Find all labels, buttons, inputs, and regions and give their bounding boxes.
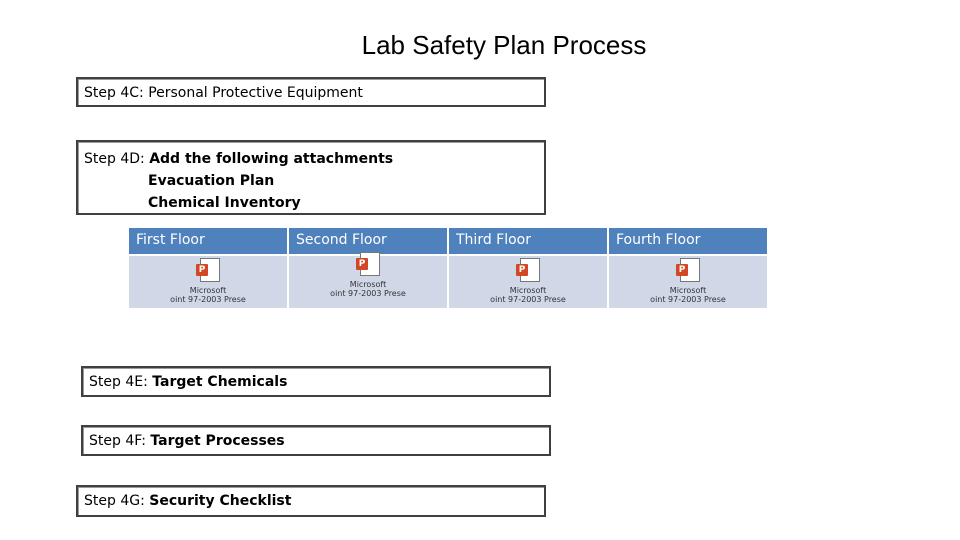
attachment-label-line1: Microsoft [669,286,707,295]
step-4f-prefix: Step 4F: [89,433,151,449]
step-4f-text: Target Processes [150,433,285,449]
step-4g-box: Step 4G: Security Checklist [76,485,546,517]
attachment-label-line1: Microsoft [509,286,547,295]
powerpoint-icon[interactable]: P [356,252,380,276]
attachment-label-line2: oint 97-2003 Prese [330,289,406,298]
floor-table-body: P Microsoft oint 97-2003 Prese P Microso… [129,252,769,308]
step-4d-prefix: Step 4D: [84,151,150,167]
attachment-label-line1: Microsoft [189,286,227,295]
step-4g-text: Security Checklist [149,493,292,509]
step-4e-box: Step 4E: Target Chemicals [81,366,551,397]
step-4e-text: Target Chemicals [152,374,288,390]
fourth-floor-attachment[interactable]: P Microsoft oint 97-2003 Prese [609,256,767,308]
attachment-label-line1: Microsoft [349,280,387,289]
floor-table-header: First Floor Second Floor Third Floor Fou… [129,228,769,254]
step-4c-box: Step 4C: Personal Protective Equipment [76,77,546,107]
floor-header-first: First Floor [129,228,287,254]
floor-header-fourth: Fourth Floor [609,228,767,254]
step-4c-text: Personal Protective Equipment [148,85,363,101]
step-4d-evacuation-plan: Evacuation Plan [148,173,275,189]
first-floor-attachment[interactable]: P Microsoft oint 97-2003 Prese [129,256,287,308]
powerpoint-icon[interactable]: P [676,258,700,282]
attachment-label-line2: oint 97-2003 Prese [490,295,566,304]
second-floor-attachment[interactable]: P Microsoft oint 97-2003 Prese [289,252,447,308]
powerpoint-icon[interactable]: P [196,258,220,282]
attachment-label-line2: oint 97-2003 Prese [170,295,246,304]
step-4d-chemical-inventory: Chemical Inventory [148,195,301,211]
powerpoint-icon[interactable]: P [516,258,540,282]
slide-title: Lab Safety Plan Process [361,30,647,60]
floor-header-second: Second Floor [289,228,447,254]
step-4e-prefix: Step 4E: [89,374,153,390]
step-4d-text: Add the following attachments [149,151,394,167]
step-4c-prefix: Step 4C: [84,85,149,101]
floor-attachments-table: First Floor Second Floor Third Floor Fou… [129,228,769,308]
third-floor-attachment[interactable]: P Microsoft oint 97-2003 Prese [449,256,607,308]
step-4f-box: Step 4F: Target Processes [81,425,551,456]
attachment-label-line2: oint 97-2003 Prese [650,295,726,304]
floor-header-third: Third Floor [449,228,607,254]
step-4g-prefix: Step 4G: [84,493,150,509]
step-4d-box: Step 4D: Add the following attachments E… [76,140,546,215]
